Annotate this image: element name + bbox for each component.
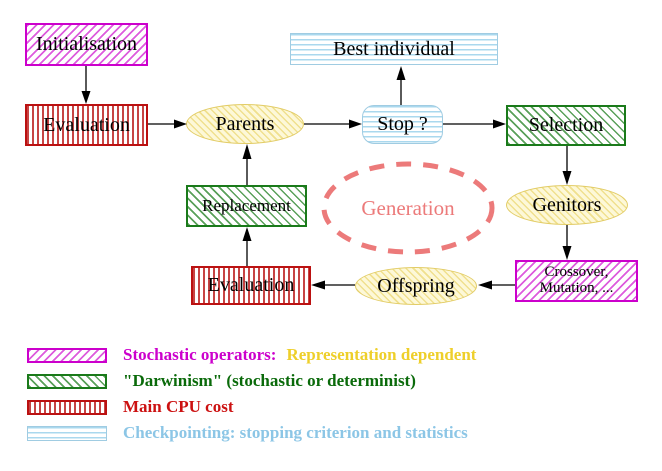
node-best-individual: Best individual (290, 33, 498, 65)
node-initialisation-label: Initialisation (35, 33, 138, 55)
legend-text-checkpointing: Checkpointing: stopping criterion and st… (123, 423, 468, 442)
node-stop: Stop ? (362, 105, 443, 144)
legend-row-checkpointing: Checkpointing: stopping criterion and st… (27, 423, 468, 442)
node-genitors: Genitors (506, 185, 628, 225)
legend-row-main-cpu-cost: Main CPU cost (27, 397, 234, 416)
generation-text: Generation (361, 195, 455, 220)
legend-row-stochastic-operators: Stochastic operators: Representation depe… (27, 345, 476, 365)
legend-text-secondary: Representation dependent (286, 345, 477, 364)
node-replacement-label: Replacement (202, 196, 291, 216)
generation-cycle-label: Generation (323, 163, 493, 253)
arrow-selection-to-genitors (562, 146, 572, 185)
node-selection-label: Selection (528, 114, 604, 136)
node-crossover-mutation: Crossover, Mutation, ... (515, 260, 638, 302)
node-selection: Selection (506, 105, 626, 146)
node-offspring: Offspring (355, 267, 477, 305)
arrow-stop-to-selection (443, 119, 506, 129)
legend-text-main-cpu-cost: Main CPU cost (123, 397, 234, 416)
arrow-evaluation-to-parents (148, 119, 187, 129)
node-parents-label: Parents (215, 112, 275, 135)
node-evaluation-top: Evaluation (25, 104, 148, 146)
legend-row-darwinism: "Darwinism" (stochastic or determinist) (27, 371, 416, 390)
arrow-replacement-to-parents (242, 144, 252, 185)
node-stop-label: Stop ? (377, 113, 428, 135)
arrow-parents-to-stop (304, 119, 362, 129)
node-crossover-label: Crossover, (544, 264, 609, 281)
node-best-individual-label: Best individual (333, 37, 455, 60)
arrow-crossover-to-offspring (478, 280, 515, 290)
node-parents: Parents (186, 104, 304, 144)
legend-swatch-cyan-stripes (27, 425, 107, 441)
node-evaluation-top-label: Evaluation (43, 113, 130, 136)
node-evaluation-bottom-label: Evaluation (207, 274, 295, 296)
legend-text-stochastic-operators: Stochastic operators: Representation depe… (123, 345, 476, 365)
legend-swatch-magenta-hatch (27, 347, 107, 363)
node-evaluation-bottom: Evaluation (191, 266, 311, 305)
node-replacement: Replacement (186, 185, 307, 227)
legend-swatch-red-stripes (27, 399, 107, 415)
arrow-offspring-to-evaluation (311, 280, 355, 290)
legend-text-primary: Stochastic operators: (123, 345, 277, 364)
arrow-stop-to-best-individual (396, 66, 406, 105)
legend-text-darwinism: "Darwinism" (stochastic or determinist) (123, 371, 416, 390)
arrow-evaluation-to-replacement (242, 227, 252, 266)
node-mutation-label: Mutation, ... (539, 280, 614, 296)
node-genitors-label: Genitors (532, 193, 602, 216)
arrow-genitors-to-crossover (562, 225, 572, 260)
arrow-initialisation-to-evaluation (81, 66, 91, 104)
node-offspring-label: Offspring (377, 274, 455, 297)
legend-swatch-green-hatch (27, 373, 107, 389)
node-initialisation: Initialisation (25, 23, 148, 66)
